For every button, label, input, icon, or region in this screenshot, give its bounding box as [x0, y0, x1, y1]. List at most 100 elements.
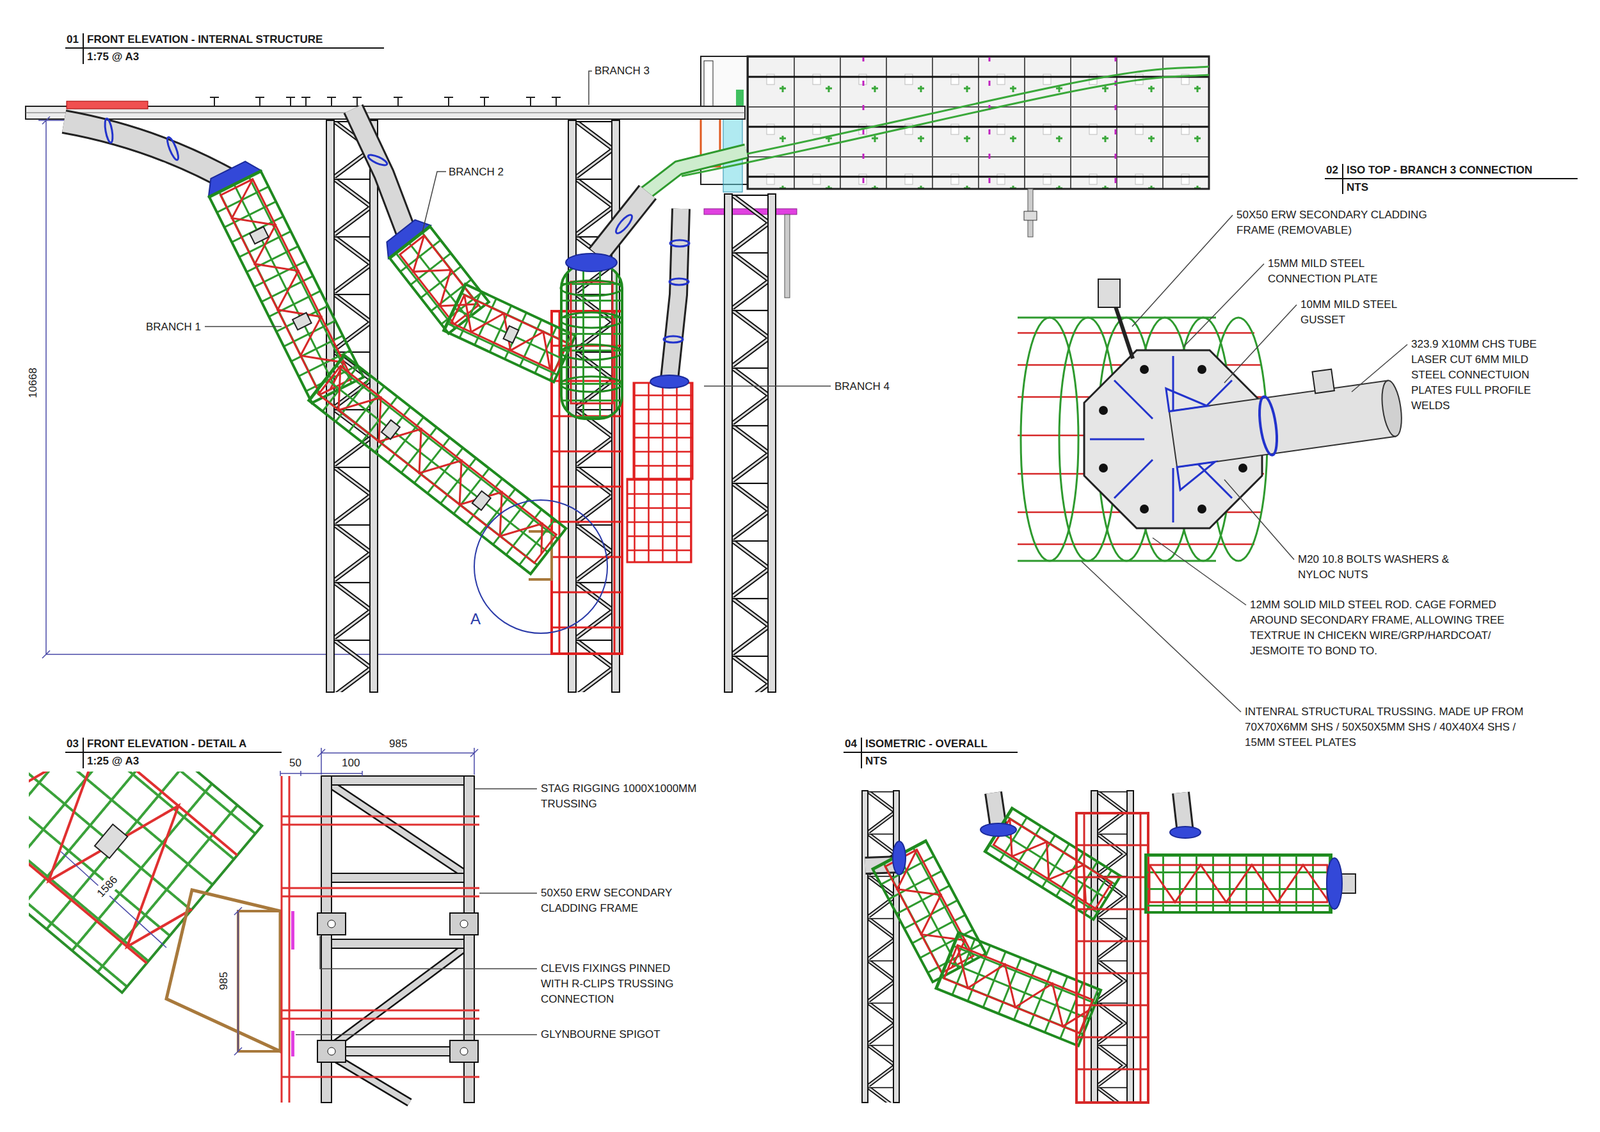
chs-tube: [1166, 356, 1408, 490]
isometric-view: [892, 840, 906, 875]
spigot: [166, 889, 281, 1051]
branch-2: [353, 108, 409, 239]
branch-3: [560, 280, 623, 296]
roof-panel: [747, 76, 1209, 177]
dimension-line: [60, 747, 479, 1055]
isometric-view: [1091, 790, 1098, 1103]
clevis-fixing: [317, 1040, 346, 1062]
branch-2: [451, 295, 568, 372]
part-label: BRANCH 1: [145, 319, 201, 335]
branch-cage: [28, 771, 262, 992]
clevis-bracket: [1113, 300, 1133, 359]
branch-1: [64, 121, 231, 181]
branch-1: [318, 366, 557, 564]
leader-line: [295, 788, 537, 1035]
branch-4: [663, 336, 683, 343]
branch-4: [669, 208, 681, 379]
branch-1: [165, 136, 181, 162]
stag-truss: [331, 775, 464, 785]
stag-truss: [331, 784, 464, 1103]
roof-panel: [681, 74, 1209, 176]
callout-note: 50X50 ERW SECONDARY CLADDING FRAME: [540, 885, 711, 916]
leader-line: [204, 71, 831, 386]
clevis-fixing: [449, 1040, 479, 1062]
branch-3: [645, 151, 747, 194]
branch-1: [381, 419, 400, 440]
dimension: 985: [216, 969, 232, 992]
roof-panel: [863, 56, 1116, 189]
view-title: ISOMETRIC - OVERALL: [865, 736, 988, 752]
spigot-plate: [291, 1030, 295, 1056]
view-number: 01: [66, 32, 79, 48]
front-elevation-view: [25, 33, 1209, 692]
view-number: 04: [844, 736, 857, 752]
callout-note: 15MM MILD STEEL CONNECTION PLATE: [1267, 256, 1406, 287]
roof-panel: [747, 56, 1209, 189]
top-beam: [66, 101, 148, 109]
top-beam: [209, 97, 561, 107]
truss-tower: [724, 193, 776, 692]
branch-2: [451, 295, 563, 369]
chs-tube: [1166, 382, 1219, 490]
branch-1: [220, 179, 352, 395]
clevis-fixing: [449, 912, 479, 935]
isometric-view: [1076, 812, 1149, 1103]
branch-2: [443, 284, 576, 383]
truss-tower: [724, 193, 776, 692]
bolt: [1139, 364, 1149, 374]
truss-tower: [768, 193, 776, 692]
isometric-view: [944, 944, 1093, 1033]
stag-truss: [331, 1046, 464, 1056]
isometric-view: [1149, 864, 1328, 902]
clevis-bracket: [1098, 279, 1120, 308]
branch-cage: [28, 771, 238, 963]
branch-2: [353, 108, 576, 383]
spigot: [238, 910, 281, 1051]
branch-3: [560, 344, 623, 360]
clevis-fixing: [460, 919, 468, 928]
branch-3: [560, 151, 747, 419]
view-number: 02: [1326, 162, 1339, 178]
roof-panel: [784, 214, 790, 298]
branch-1: [292, 312, 312, 330]
dimension: 10668: [25, 367, 41, 398]
branch-4: [633, 382, 693, 479]
roof-panel: [747, 56, 1209, 189]
branch-cage: [28, 771, 262, 992]
isometric-view: [893, 790, 900, 1103]
branch-cage: [94, 823, 128, 858]
branch-3: [560, 312, 623, 328]
callout-note: STAG RIGGING 1000X1000MM TRUSSING: [540, 780, 711, 812]
isometric-view: [843, 737, 1356, 1103]
branch-3: [613, 212, 635, 235]
view-number: 03: [66, 736, 79, 752]
chs-tube: [1169, 380, 1396, 467]
callout-note: 12MM SOLID MILD STEEL ROD. CAGE FORMED A…: [1249, 597, 1538, 659]
branch-1: [103, 117, 114, 143]
branch-2: [353, 108, 409, 239]
view-title: FRONT ELEVATION - INTERNAL STRUCTURE: [87, 32, 323, 48]
branch-3: [560, 376, 623, 392]
branch-4: [650, 375, 689, 388]
branch-2: [503, 325, 519, 344]
callout-note: GLYNBOURNE SPIGOT: [540, 1026, 661, 1042]
clevis-fixing: [327, 919, 336, 928]
callout-note: M20 10.8 BOLTS WASHERS & NYLOC NUTS: [1297, 551, 1478, 583]
dimension: 985: [389, 736, 408, 752]
dimension: 1586: [92, 871, 123, 902]
callout-note: 323.9 X10MM CHS TUBE LASER CUT 6MM MILD …: [1411, 336, 1552, 414]
roof-panel: [747, 56, 1209, 189]
chs-tube: [1312, 369, 1334, 394]
branch-1: [220, 179, 352, 395]
top-beam: [25, 97, 745, 120]
branch-1: [308, 355, 566, 575]
branch-3-connection-view: [1017, 163, 1578, 712]
detail-callout: A: [470, 611, 481, 627]
callout-note: 50X50 ERW SECONDARY CLADDING FRAME (REMO…: [1236, 207, 1455, 239]
branch-1: [249, 226, 269, 244]
isometric-view: [1091, 790, 1134, 1103]
bolt: [1098, 405, 1108, 415]
detail-a-view: [0, 570, 537, 1103]
branch-3: [645, 151, 747, 194]
callout-note: 10MM MILD STEEL GUSSET: [1300, 296, 1429, 328]
